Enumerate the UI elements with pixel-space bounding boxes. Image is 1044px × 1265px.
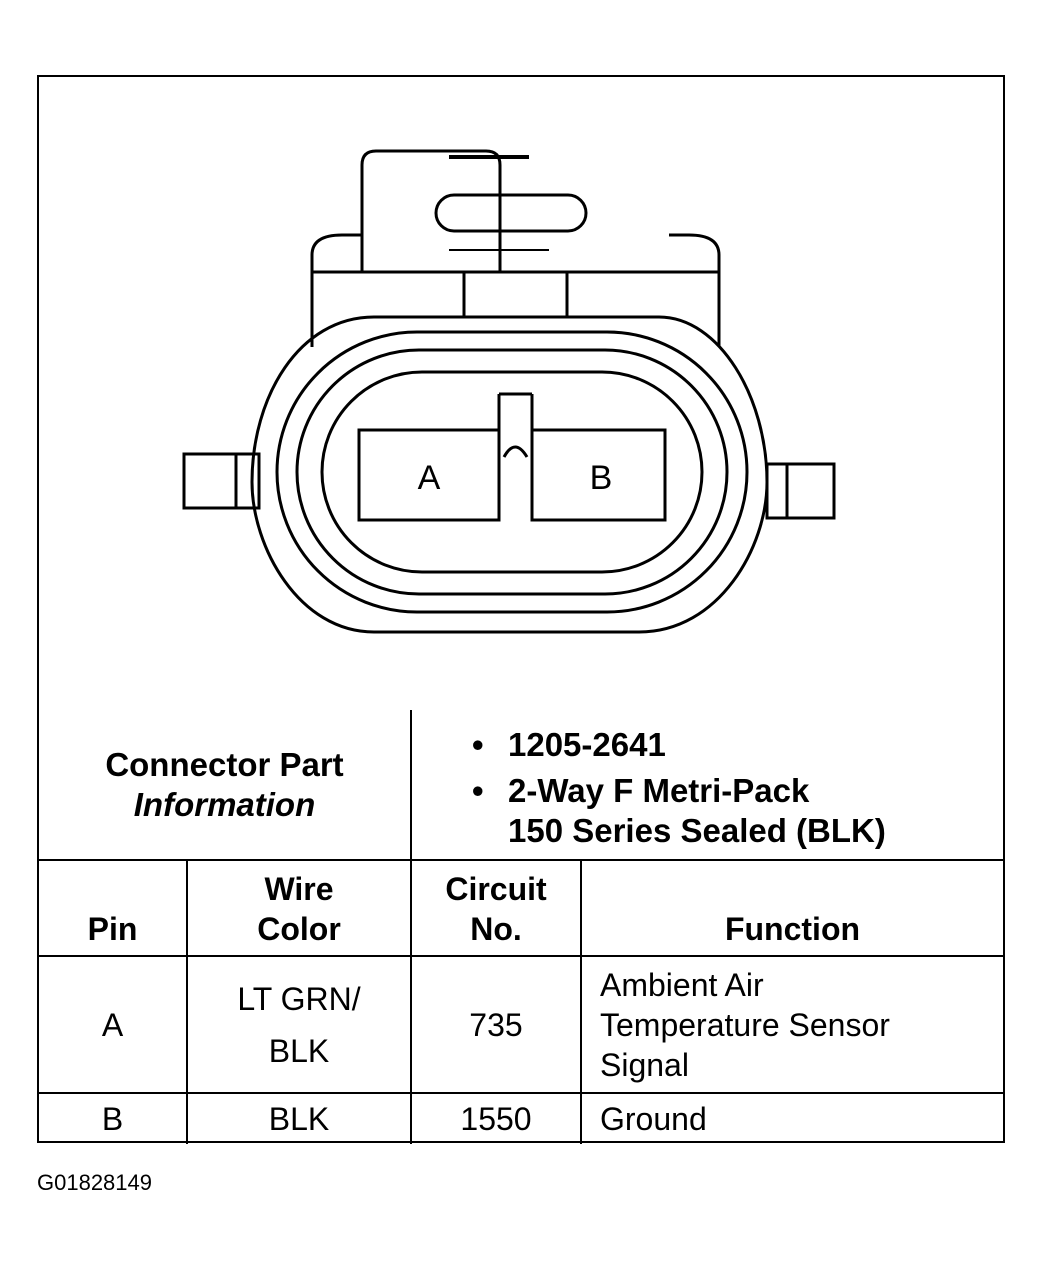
pinout-table: Connector Part Information 1205-2641 2-W… xyxy=(39,710,1003,1144)
part-number: 1205-2641 xyxy=(472,725,1003,765)
row-b-wire-color: BLK xyxy=(186,1092,412,1144)
row-a-wire-color: LT GRN/BLK xyxy=(186,955,412,1094)
outer-body xyxy=(250,315,769,634)
tab-slot xyxy=(434,193,588,233)
row-b-circuit: 1550 xyxy=(410,1092,582,1144)
diagram-frame: A B Connector Part Information 1205-2641… xyxy=(37,75,1005,1144)
header-function: Function xyxy=(580,859,1003,957)
row-b-pin: B xyxy=(39,1092,188,1144)
seal-ring-3 xyxy=(320,370,704,574)
pin-b-label: B xyxy=(590,459,613,497)
table-row: B BLK 1550 Ground xyxy=(39,1092,1003,1144)
seal-ring-2 xyxy=(295,348,729,596)
part-info-label: Connector Part Information xyxy=(39,710,412,861)
figure-id: G01828149 xyxy=(37,1170,152,1195)
locking-tab xyxy=(360,149,502,272)
row-a-pin: A xyxy=(39,955,188,1094)
key-rib xyxy=(502,445,529,458)
pin-a-label: A xyxy=(418,459,441,497)
keyway xyxy=(497,392,534,520)
ear-right xyxy=(765,462,836,520)
header-pin: Pin xyxy=(39,859,188,957)
connector-face-drawing: A B xyxy=(182,149,836,634)
row-b-function: Ground xyxy=(580,1092,1003,1144)
shoulder-right xyxy=(669,233,721,347)
shoulder-left xyxy=(310,233,362,347)
part-info-row: Connector Part Information 1205-2641 2-W… xyxy=(39,710,1003,861)
row-a-circuit: 735 xyxy=(410,955,582,1094)
ear-left xyxy=(182,452,261,510)
seal-ring-1 xyxy=(275,330,749,614)
